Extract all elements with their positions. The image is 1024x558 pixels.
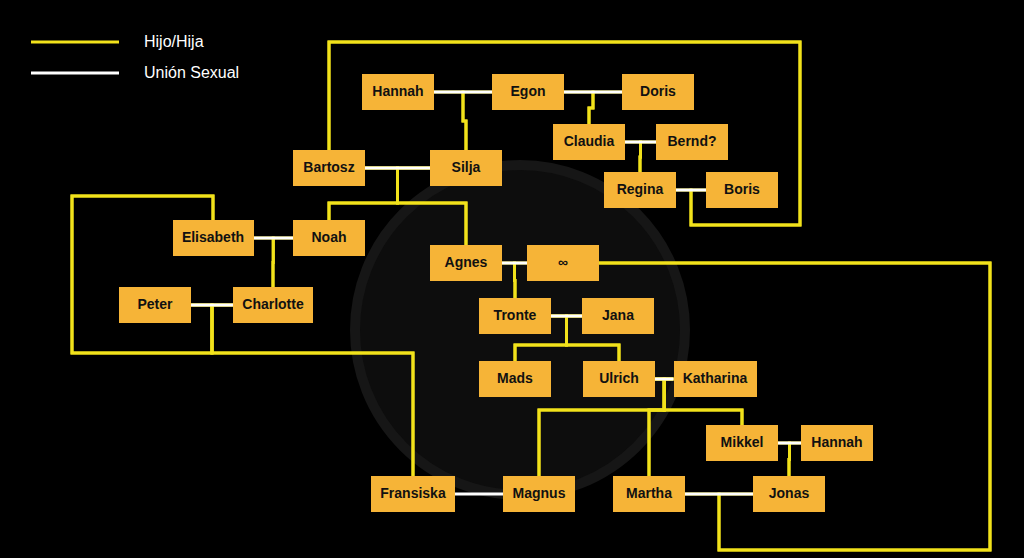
person-name: ∞ [558,255,568,270]
person-name: Bernd? [668,134,717,149]
person-name: Boris [724,182,760,197]
person-box: Claudia [553,124,625,160]
person-name: Ulrich [599,371,639,386]
person-box: Bernd? [656,124,728,160]
person-name: Agnes [445,255,488,270]
legend-line-sample [30,32,120,52]
union-line [434,91,492,94]
person-box: Martha [613,476,685,512]
person-box: Mikkel [706,425,778,461]
person-box: Doris [622,74,694,110]
union-line [365,167,430,170]
person-box: Regina [604,172,676,208]
union-line [551,315,582,318]
person-name: Martha [626,486,672,501]
person-box: Tronte [479,298,551,334]
child-line [329,42,800,225]
child-line [640,142,656,172]
person-name: Jana [602,308,634,323]
child-line [463,92,492,150]
child-line [434,92,466,150]
person-box: Charlotte [233,287,313,323]
union-line [191,304,233,307]
person-box: Bartosz [293,150,365,186]
person-name: Magnus [513,486,566,501]
person-name: Bartosz [303,160,354,175]
union-line [778,442,801,445]
person-name: Mads [497,371,533,386]
child-line [273,238,293,287]
person-box: Peter [119,287,191,323]
person-name: Hannah [372,84,423,99]
child-line [515,263,528,298]
person-name: Katharina [683,371,748,386]
person-name: Peter [137,297,172,312]
person-name: Egon [511,84,546,99]
legend-item: Unión Sexual [30,63,239,83]
person-name: Doris [640,84,676,99]
person-name: Silja [452,160,481,175]
person-name: Mikkel [721,435,764,450]
person-box: Fransiska [371,476,455,512]
union-line [564,91,622,94]
person-box: Elisabeth [173,220,254,256]
child-line [254,238,274,287]
person-box: Agnes [430,245,502,281]
person-box: Magnus [503,476,575,512]
child-line [625,142,641,172]
person-name: Regina [617,182,664,197]
union-line [685,493,753,496]
watermark-circle [355,165,685,495]
person-box: Noah [293,220,365,256]
person-box: Mads [479,361,551,397]
legend-line [31,72,119,75]
child-line [589,92,622,124]
person-name: Elisabeth [182,230,244,245]
person-name: Charlotte [242,297,303,312]
child-line [789,443,801,476]
person-box: Jana [582,298,654,334]
person-box: Silja [430,150,502,186]
legend-label: Hijo/Hija [144,33,204,51]
person-box: Ulrich [583,361,655,397]
person-box: ∞ [527,245,599,281]
legend-label: Unión Sexual [144,64,239,82]
child-line [599,263,990,550]
person-box: Egon [492,74,564,110]
person-name: Jonas [769,486,809,501]
child-line [191,305,413,476]
child-line [329,42,800,225]
person-box: Katharina [674,361,757,397]
person-box: Hannah [362,74,434,110]
person-box: Boris [706,172,778,208]
union-line [455,493,503,496]
person-box: Jonas [753,476,825,512]
union-line [655,378,674,381]
legend-item: Hijo/Hija [30,32,204,52]
person-name: Claudia [564,134,615,149]
child-line [212,305,413,476]
person-name: Fransiska [380,486,445,501]
person-name: Noah [312,230,347,245]
person-name: Tronte [494,308,537,323]
legend-line-sample [30,63,120,83]
union-line [254,237,294,240]
union-line [502,262,527,265]
child-line [599,263,990,550]
union-line [676,189,706,192]
legend-line [31,41,119,44]
person-box: Hannah [801,425,873,461]
person-name: Hannah [811,435,862,450]
union-line [625,141,656,144]
